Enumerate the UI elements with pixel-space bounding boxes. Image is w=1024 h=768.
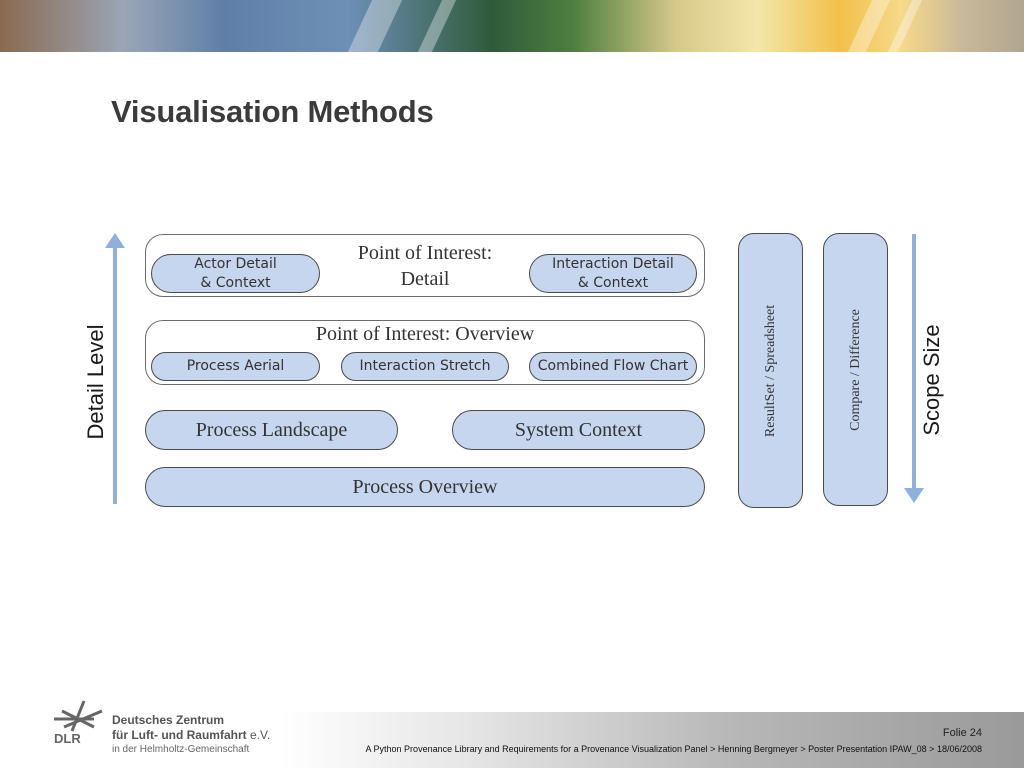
org-suffix: e.V.	[250, 728, 271, 742]
process-landscape-pill: Process Landscape	[145, 410, 398, 450]
combined-flow-chart-pill: Combined Flow Chart	[529, 352, 697, 381]
detail-level-arrow	[105, 233, 125, 504]
header-banner-image	[0, 0, 1024, 52]
org-line2: für Luft- und Raumfahrt e.V.	[112, 728, 270, 742]
compare-difference-pill: Compare / Difference	[823, 233, 888, 506]
scope-size-label: Scope Size	[919, 324, 944, 436]
scope-size-arrow	[904, 234, 924, 503]
actor-detail-line1: Actor Detail	[194, 255, 277, 272]
resultset-spreadsheet-pill: ResultSet / Spreadsheet	[738, 233, 803, 508]
poi-detail-title: Point of Interest: Detail	[330, 240, 520, 292]
system-context-pill: System Context	[452, 410, 705, 450]
footer-text: A Python Provenance Library and Requirem…	[365, 744, 982, 754]
org-line2-main: für Luft- und Raumfahrt	[112, 728, 247, 742]
interaction-detail-line1: Interaction Detail	[552, 255, 674, 272]
poi-detail-title-line2: Detail	[400, 268, 450, 290]
interaction-detail-pill: Interaction Detail & Context	[529, 254, 697, 293]
compare-difference-label: Compare / Difference	[847, 308, 863, 431]
poi-detail-title-line1: Point of Interest:	[357, 242, 493, 264]
slide-title: Visualisation Methods	[111, 94, 434, 129]
actor-detail-line2: & Context	[200, 274, 271, 291]
interaction-detail-line2: & Context	[577, 274, 649, 291]
dlr-logo-icon: DLR	[54, 700, 103, 745]
org-line1: Deutsches Zentrum	[112, 713, 225, 727]
footer-band	[280, 712, 1024, 768]
actor-detail-pill: Actor Detail & Context	[151, 254, 320, 293]
org-line3: in der Helmholtz-Gemeinschaft	[112, 744, 250, 755]
resultset-spreadsheet-label: ResultSet / Spreadsheet	[762, 304, 778, 437]
interaction-stretch-pill: Interaction Stretch	[341, 352, 509, 381]
logo-text: DLR	[54, 731, 81, 745]
detail-level-label: Detail Level	[83, 324, 108, 440]
poi-overview-title: Point of Interest: Overview	[315, 323, 535, 345]
slide-number: Folie 24	[942, 727, 982, 739]
process-overview-pill: Process Overview	[145, 467, 705, 507]
process-aerial-pill: Process Aerial	[151, 352, 320, 381]
